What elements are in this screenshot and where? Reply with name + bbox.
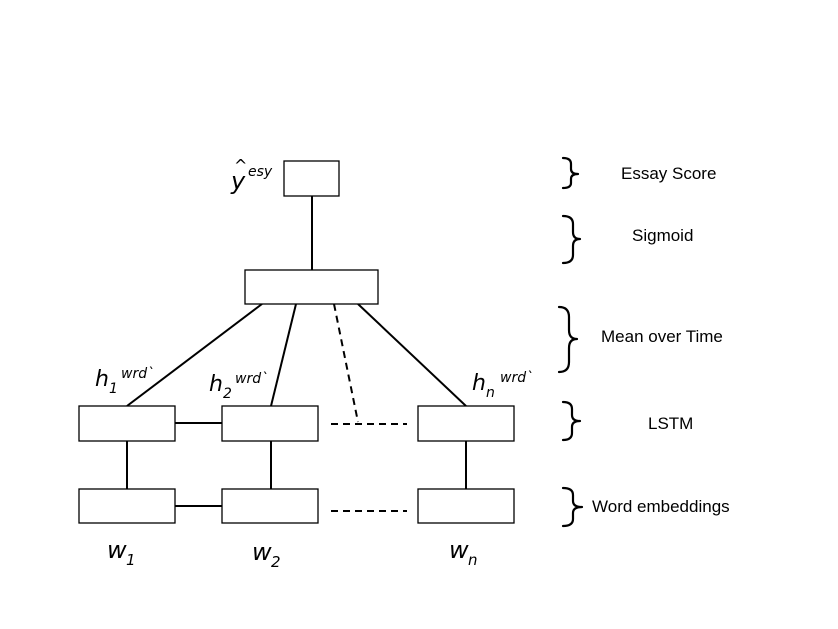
hidden-label-n-sup: wrd` bbox=[500, 370, 533, 386]
layer-label-sigmoid: Sigmoid bbox=[632, 226, 693, 245]
output-symbol: y ^ esy bbox=[230, 156, 273, 195]
hidden-label-n-sub: n bbox=[486, 385, 495, 401]
word-labels: w 1 w 2 w n bbox=[107, 536, 478, 571]
essay-score-node bbox=[283, 160, 340, 197]
edge-mean-h1 bbox=[126, 303, 263, 407]
word-label-2-sub: 2 bbox=[271, 553, 281, 571]
output-symbol-base: y bbox=[230, 167, 246, 195]
edge-mean-hn bbox=[357, 303, 467, 407]
hidden-label-2-sup: wrd` bbox=[235, 371, 268, 387]
hidden-label-1-sub: 1 bbox=[109, 381, 118, 397]
hidden-label-2-sub: 2 bbox=[223, 386, 232, 402]
layer-braces bbox=[557, 156, 584, 528]
layer-label-word-embeddings: Word embeddings bbox=[592, 497, 730, 516]
layer-label-mean-over-time: Mean over Time bbox=[601, 327, 723, 346]
word-label-2-base: w bbox=[252, 538, 272, 566]
lstm-node-1 bbox=[78, 405, 176, 442]
hidden-label-2-base: h bbox=[209, 372, 223, 397]
mean-over-time-node bbox=[244, 269, 379, 305]
hidden-label-1-sup: wrd` bbox=[121, 366, 154, 382]
hidden-label-n-base: h bbox=[472, 371, 486, 396]
embedding-node-2 bbox=[221, 488, 319, 524]
layer-labels: Essay Score Sigmoid Mean over Time LSTM … bbox=[592, 164, 730, 516]
output-symbol-hat: ^ bbox=[234, 156, 247, 175]
brace-lstm bbox=[561, 400, 582, 442]
word-label-1-base: w bbox=[107, 536, 127, 564]
lstm-node-n bbox=[417, 405, 515, 442]
layer-label-lstm: LSTM bbox=[648, 414, 693, 433]
edge-mean-dashed bbox=[333, 303, 359, 423]
embedding-node-n bbox=[417, 488, 515, 524]
hidden-label-1-base: h bbox=[95, 367, 109, 392]
nodes bbox=[78, 160, 515, 524]
brace-word-embeddings bbox=[561, 486, 584, 528]
brace-essay-score bbox=[561, 156, 580, 190]
embedding-node-1 bbox=[78, 488, 176, 524]
word-label-n-base: w bbox=[449, 536, 469, 564]
layer-label-essay-score: Essay Score bbox=[621, 164, 716, 183]
brace-sigmoid bbox=[561, 214, 582, 265]
connections bbox=[126, 196, 467, 512]
word-label-n-sub: n bbox=[468, 551, 478, 569]
hidden-labels: h 1 wrd` h 2 wrd` h n wrd` bbox=[95, 366, 533, 402]
output-symbol-sup: esy bbox=[248, 164, 273, 180]
edge-mean-h2 bbox=[270, 303, 297, 407]
lstm-node-2 bbox=[221, 405, 319, 442]
word-label-1-sub: 1 bbox=[126, 551, 136, 569]
brace-mean-over-time bbox=[557, 305, 579, 374]
